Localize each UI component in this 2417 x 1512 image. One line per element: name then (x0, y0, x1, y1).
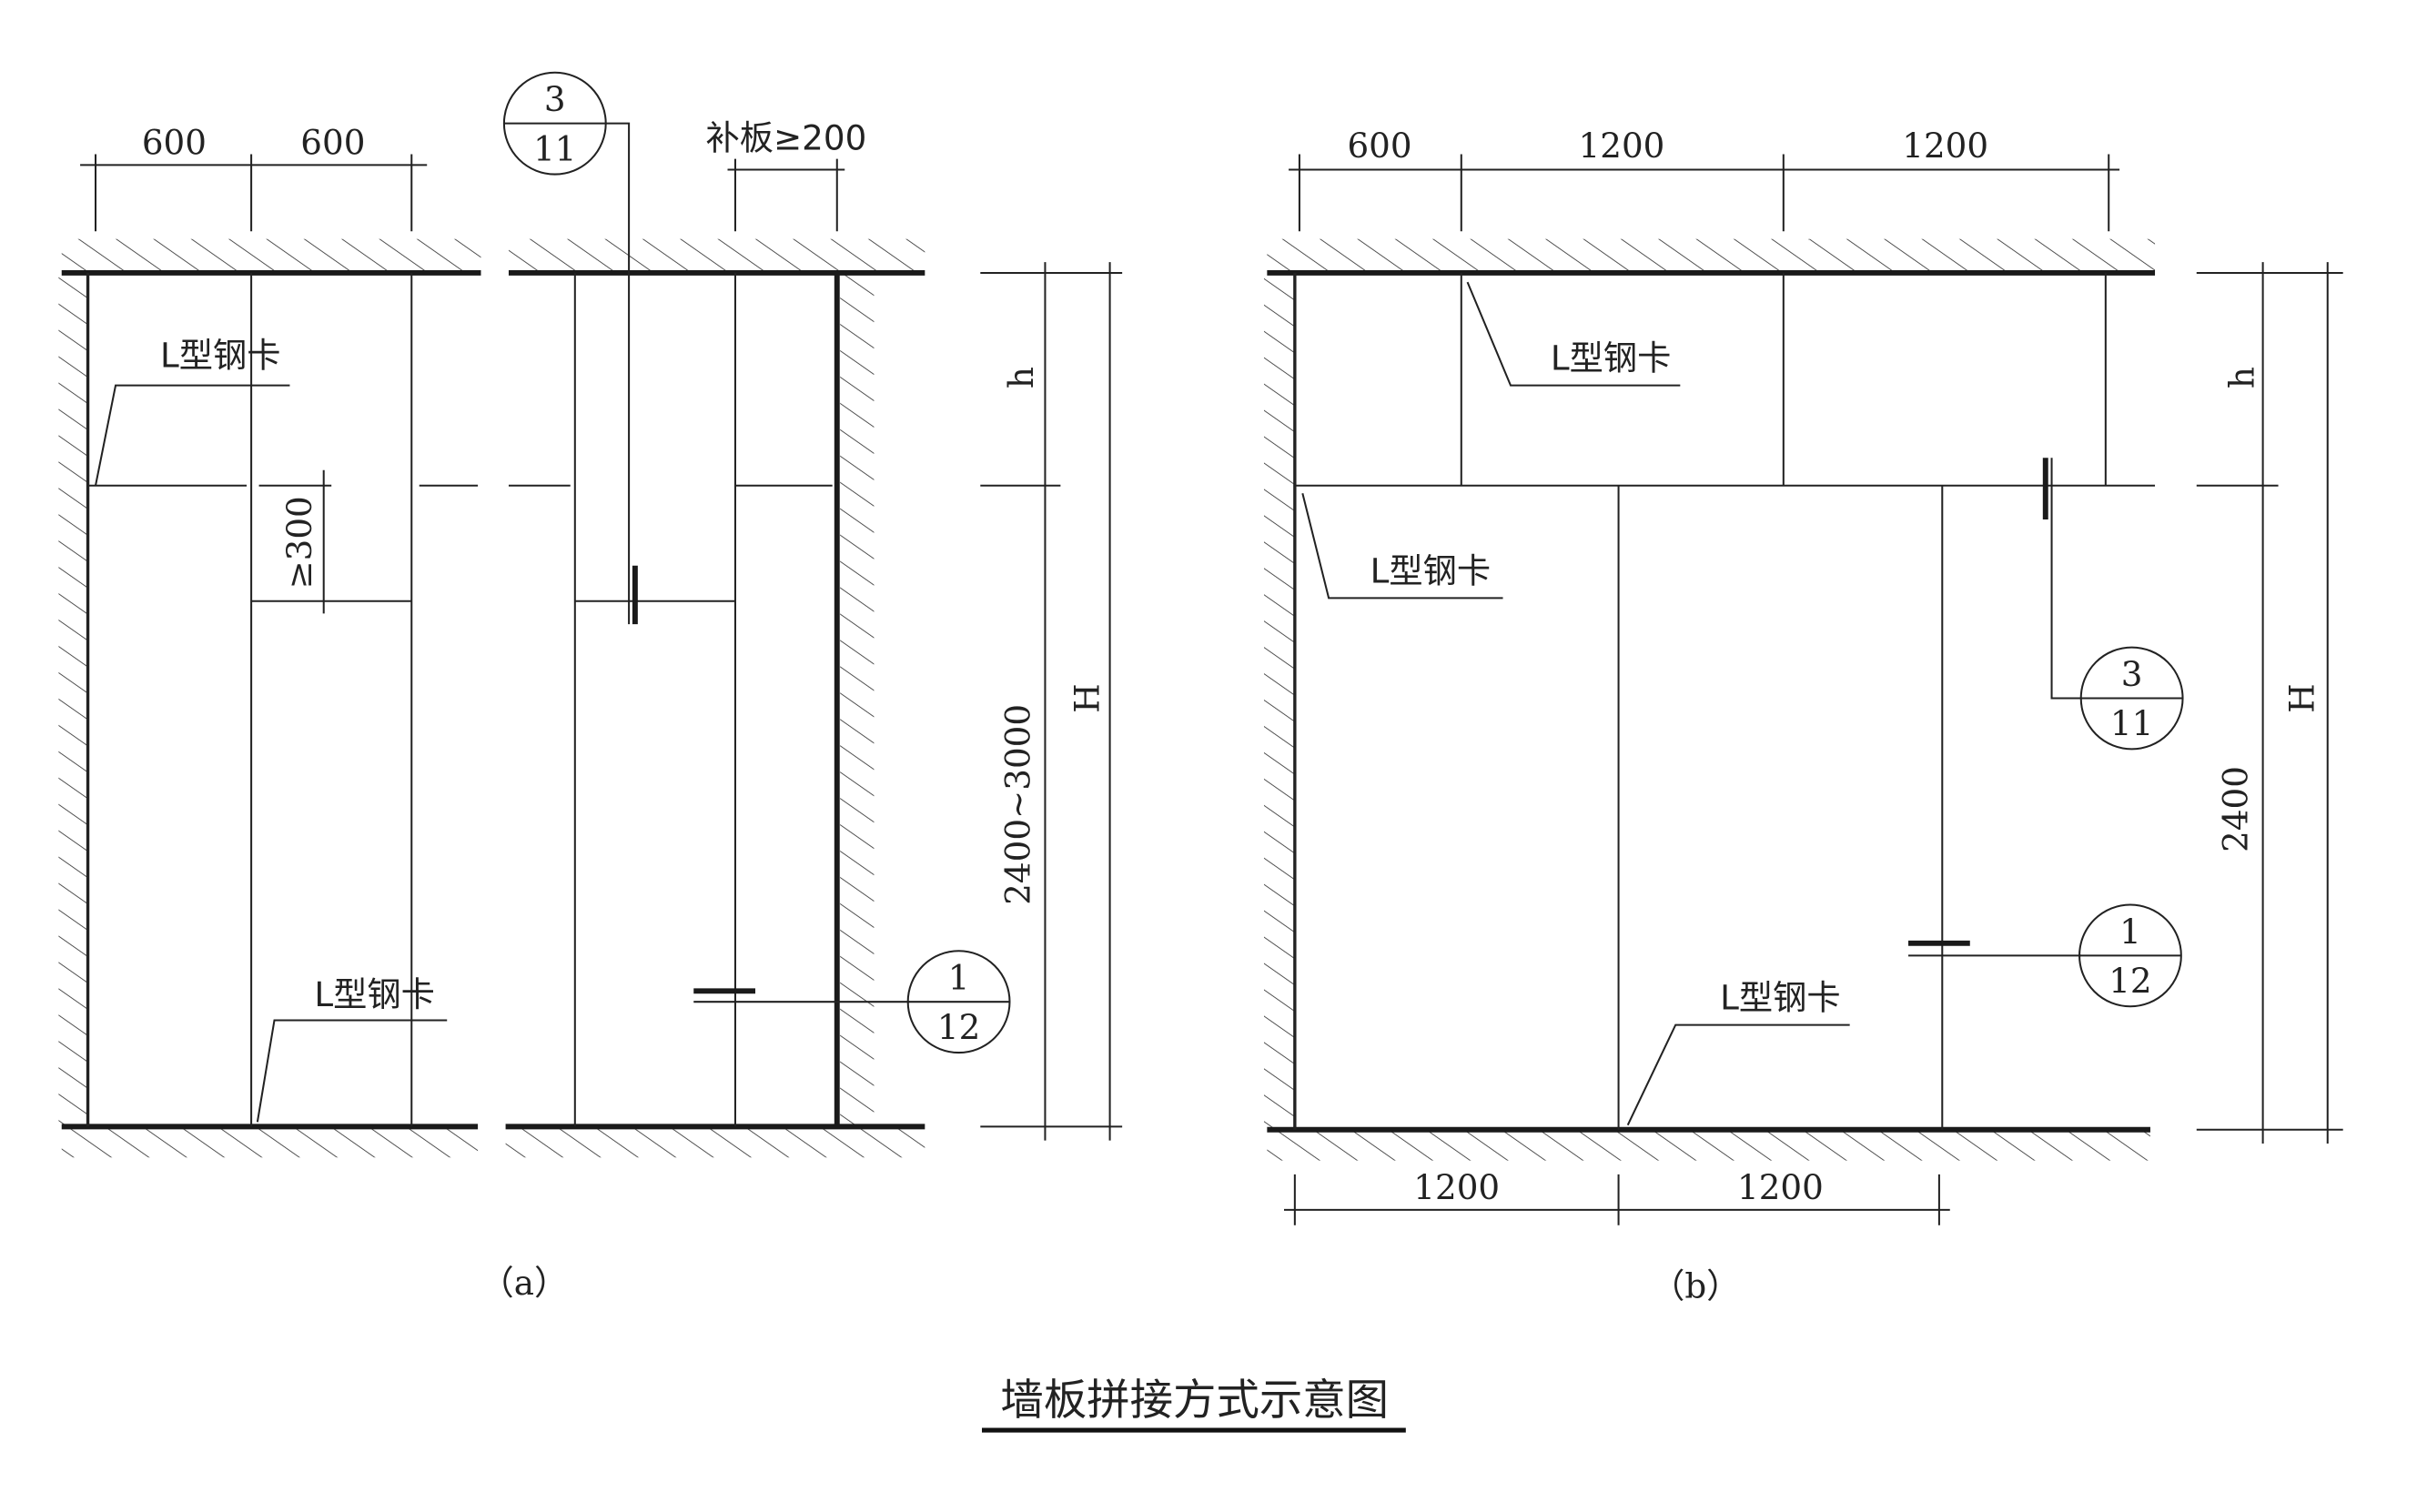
detail-callout-3-11[interactable]: 3 11 (502, 71, 607, 176)
bottom-dim: 1200 (1413, 1167, 1500, 1207)
diagram-b: 600 1200 1200 1200 1200 h 2400 H L型钢卡 L型… (1263, 126, 2343, 1305)
ceiling-hatch (61, 238, 481, 273)
H-dim: H (1067, 683, 1107, 713)
clip-label: L型钢卡 (1551, 338, 1672, 378)
svg-text:3: 3 (544, 79, 566, 119)
detail-callout-1-12[interactable]: 1 12 (906, 950, 1011, 1054)
floor-hatch (1267, 1129, 2150, 1161)
svg-text:3: 3 (2121, 654, 2143, 694)
top-dim: 600 (300, 123, 365, 163)
ceiling-hatch (508, 238, 925, 273)
clip-label: L型钢卡 (314, 974, 435, 1014)
floor-hatch (505, 1126, 925, 1158)
height-range-dim: 2400~3000 (998, 704, 1038, 905)
clip-label: L型钢卡 (1720, 978, 1841, 1018)
left-wall-hatch (1263, 272, 1295, 1130)
ceiling-hatch (1267, 238, 2156, 273)
svg-text:1: 1 (2119, 912, 2141, 952)
svg-text:12: 12 (937, 1007, 980, 1047)
diagram-a: ≥300 600 600 补板≥200 h 2400~3000 H L型钢卡 L… (58, 71, 1123, 1303)
top-dim: 1200 (1902, 126, 1988, 166)
height-dim: 2400 (2216, 766, 2256, 852)
top-dim: 600 (1347, 126, 1411, 166)
right-wall-hatch (840, 272, 875, 1127)
svg-text:12: 12 (2109, 961, 2151, 1001)
svg-text:11: 11 (533, 128, 576, 168)
bottom-dim: 1200 (1737, 1167, 1824, 1207)
figure-title: 墙板拼接方式示意图 (1000, 1376, 1389, 1426)
h-dim: h (2221, 367, 2261, 388)
detail-callout-1-12[interactable]: 1 12 (2078, 903, 2182, 1008)
svg-text:11: 11 (2110, 703, 2153, 743)
caption-b: （b） (1651, 1265, 1740, 1305)
top-dim: 600 (142, 123, 207, 163)
min-offset-dim: ≥300 (279, 496, 319, 589)
caption-a: （a） (480, 1263, 569, 1303)
filler-panel-dim: 补板≥200 (705, 117, 866, 157)
clip-label: L型钢卡 (1370, 550, 1492, 590)
floor-hatch (61, 1126, 479, 1158)
H-dim: H (2282, 683, 2322, 713)
h-dim: h (1001, 367, 1041, 388)
top-dim: 1200 (1579, 126, 1665, 166)
left-wall-hatch (58, 272, 88, 1127)
detail-callout-3-11[interactable]: 3 11 (2079, 646, 2184, 751)
svg-text:1: 1 (948, 958, 970, 998)
clip-label: L型钢卡 (160, 335, 281, 375)
